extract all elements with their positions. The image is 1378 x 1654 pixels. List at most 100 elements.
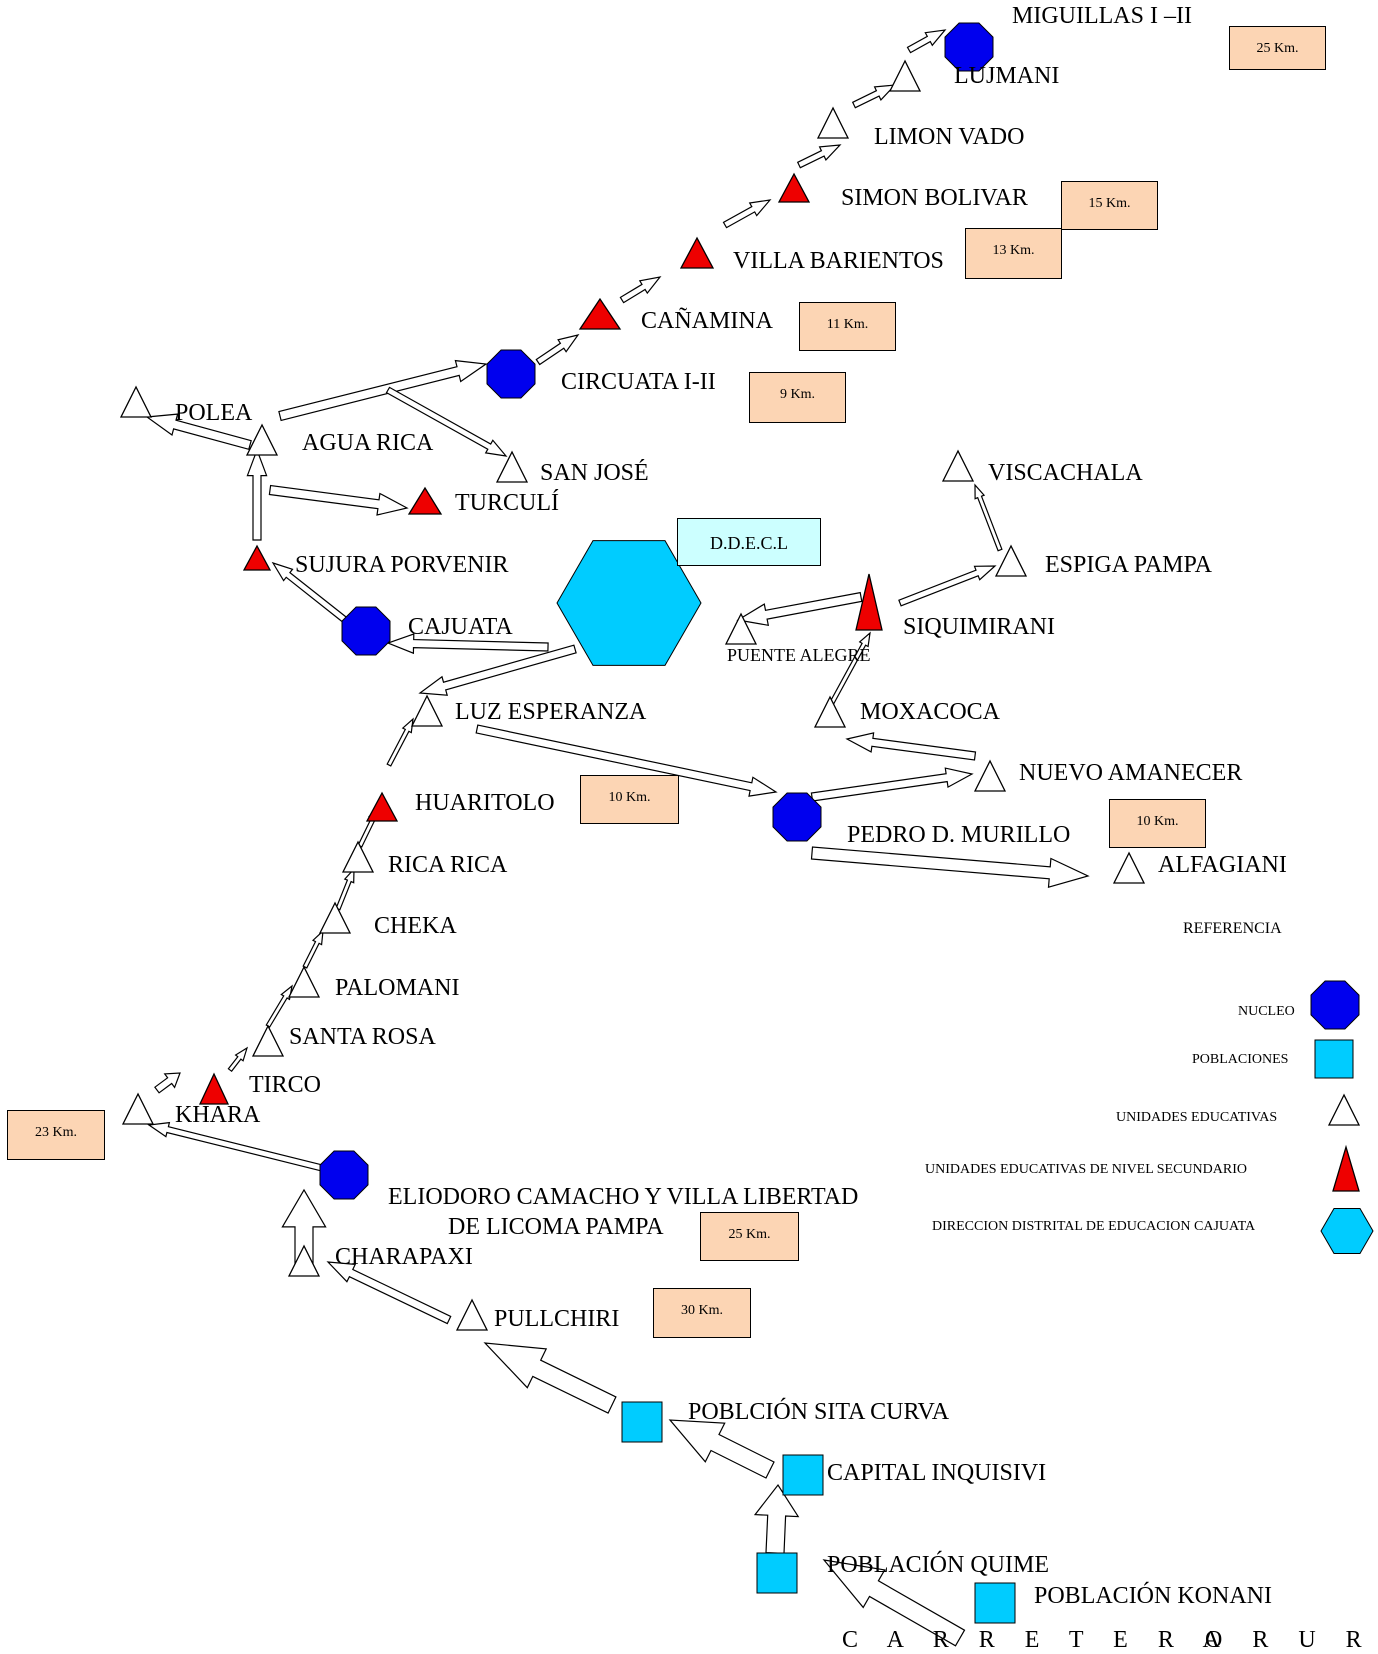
legend-unidades: UNIDADES EDUCATIVAS <box>1116 1110 1278 1125</box>
secundario-canamina <box>578 297 622 330</box>
label-canamina: CAÑAMINA <box>641 308 773 334</box>
unidad-luz-esperanza <box>410 694 444 727</box>
poblacion-capital-inquisivi <box>782 1454 824 1496</box>
unidad-cheka <box>318 901 352 934</box>
route-arrow-14 <box>475 724 778 797</box>
route-arrow-5 <box>535 334 580 366</box>
nucleo-circuata <box>486 349 536 399</box>
secundario-sujura-porvenir <box>242 544 272 571</box>
label-cajuata: CAJUATA <box>408 614 513 640</box>
label-lujmani: LUJMANI <box>954 63 1060 89</box>
label-santa-rosa: SANTA ROSA <box>289 1024 436 1050</box>
label-sujura-porvenir: SUJURA PORVENIR <box>295 552 509 578</box>
legend-poblaciones-icon <box>1314 1039 1354 1079</box>
secundario-huaritolo <box>365 791 399 822</box>
route-arrow-32 <box>483 1342 617 1414</box>
label-luz-esperanza: LUZ ESPERANZA <box>455 699 647 725</box>
legend-nucleo-icon <box>1310 980 1360 1030</box>
label-cheka: CHEKA <box>374 913 457 939</box>
route-arrow-18 <box>736 591 863 627</box>
label-siquimirani: SIQUIMIRANI <box>903 614 1055 640</box>
label-rica-rica: RICA RICA <box>388 852 508 878</box>
unidad-charapaxi <box>287 1244 321 1277</box>
poblacion-quime <box>756 1552 798 1594</box>
route-arrow-22 <box>386 717 414 767</box>
route-arrow-13 <box>418 644 577 696</box>
route-arrow-29 <box>147 1121 324 1172</box>
unidad-nuevo-amanecer <box>973 759 1007 792</box>
legend-secundario-icon <box>1332 1144 1360 1192</box>
distance-licoma-pampa: 25 Km. <box>700 1212 799 1261</box>
route-arrow-28 <box>154 1072 181 1094</box>
secundario-villa-barientos <box>679 236 715 269</box>
legend-title: REFERENCIA <box>1183 920 1282 937</box>
label-pedro-murillo: PEDRO D. MURILLO <box>847 822 1071 848</box>
route-arrow-35 <box>822 1559 966 1647</box>
route-arrow-19 <box>898 565 997 607</box>
route-arrow-26 <box>265 984 293 1028</box>
label-simon-bolivar: SIMON BOLIVAR <box>841 185 1028 211</box>
nucleo-cajuata <box>341 606 391 656</box>
label-licoma-pampa: DE LICOMA PAMPA <box>448 1214 664 1240</box>
route-arrow-33 <box>668 1419 775 1479</box>
unidad-alfagiani <box>1112 851 1146 884</box>
label-khara: KHARA <box>175 1102 261 1128</box>
route-arrows <box>145 29 1090 1647</box>
route-arrow-11 <box>271 561 348 624</box>
route-arrow-34 <box>753 1483 800 1555</box>
route-arrow-15 <box>810 767 974 802</box>
ddecl-box: D.D.E.C.L <box>677 518 821 566</box>
nucleo-miguillas <box>944 22 994 72</box>
route-arrow-8 <box>385 386 508 457</box>
label-turculi: TURCULÍ <box>455 490 559 516</box>
distance-huaritolo: 10 Km. <box>580 775 679 824</box>
route-arrow-0 <box>906 29 947 54</box>
label-moxacoca: MOXACOCA <box>860 699 1001 725</box>
route-arrow-7 <box>145 413 252 451</box>
label-espiga-pampa: ESPIGA PAMPA <box>1045 552 1212 578</box>
distance-khara: 23 Km. <box>7 1110 105 1160</box>
route-arrow-10 <box>246 448 268 541</box>
distance-pedro-murillo: 10 Km. <box>1109 799 1206 848</box>
unidad-pullchiri <box>455 1298 489 1331</box>
unidad-lujmani <box>888 59 922 92</box>
route-arrow-24 <box>335 867 355 911</box>
legend-secundario: UNIDADES EDUCATIVAS DE NIVEL SECUNDARIO <box>925 1162 1247 1177</box>
poblacion-sita-curva <box>621 1401 663 1443</box>
route-arrow-12 <box>386 633 549 655</box>
label-palomani: PALOMANI <box>335 975 460 1001</box>
unidad-espiga-pampa <box>994 544 1028 577</box>
route-arrow-3 <box>722 199 772 229</box>
unidad-moxacoca <box>813 695 847 728</box>
label-miguillas: MIGUILLAS I –II <box>1012 3 1192 29</box>
legend-direccion: DIRECCION DISTRITAL DE EDUCACION CAJUATA <box>932 1219 1256 1234</box>
map-symbols <box>119 22 1374 1624</box>
nucleo-pedro-murillo <box>772 792 822 842</box>
route-arrow-9 <box>268 484 409 516</box>
legend-unidades-icon <box>1327 1093 1361 1126</box>
unidad-limon-vado <box>816 106 850 139</box>
label-oruro: O R U R O <box>1205 1627 1378 1653</box>
route-arrow-1 <box>851 84 897 109</box>
label-huaritolo: HUARITOLO <box>415 790 555 816</box>
route-arrow-6 <box>278 359 488 422</box>
label-circuata: CIRCUATA I-II <box>561 369 716 395</box>
secundario-simon-bolivar <box>777 172 811 203</box>
unidad-puente-alegre <box>724 612 758 645</box>
distance-villa-barientos: 13 Km. <box>965 228 1062 279</box>
legend-nucleo: NUCLEO <box>1238 1004 1295 1019</box>
direccion-distrital-hex <box>556 540 702 666</box>
unidad-san-jose <box>495 450 529 483</box>
label-carretera: C A R R E T E R A <box>842 1627 1232 1653</box>
distance-canamina: 11 Km. <box>799 302 896 351</box>
unidad-santa-rosa <box>251 1024 285 1057</box>
label-pullchiri: PULLCHIRI <box>494 1306 620 1332</box>
label-alfagiani: ALFAGIANI <box>1158 852 1287 878</box>
route-arrow-4 <box>619 276 662 304</box>
secundario-turculi <box>407 486 443 515</box>
label-sita-curva: POBLCIÓN SITA CURVA <box>688 1399 950 1425</box>
unidad-polea <box>119 385 153 418</box>
label-villa-barientos: VILLA BARIENTOS <box>733 248 944 274</box>
